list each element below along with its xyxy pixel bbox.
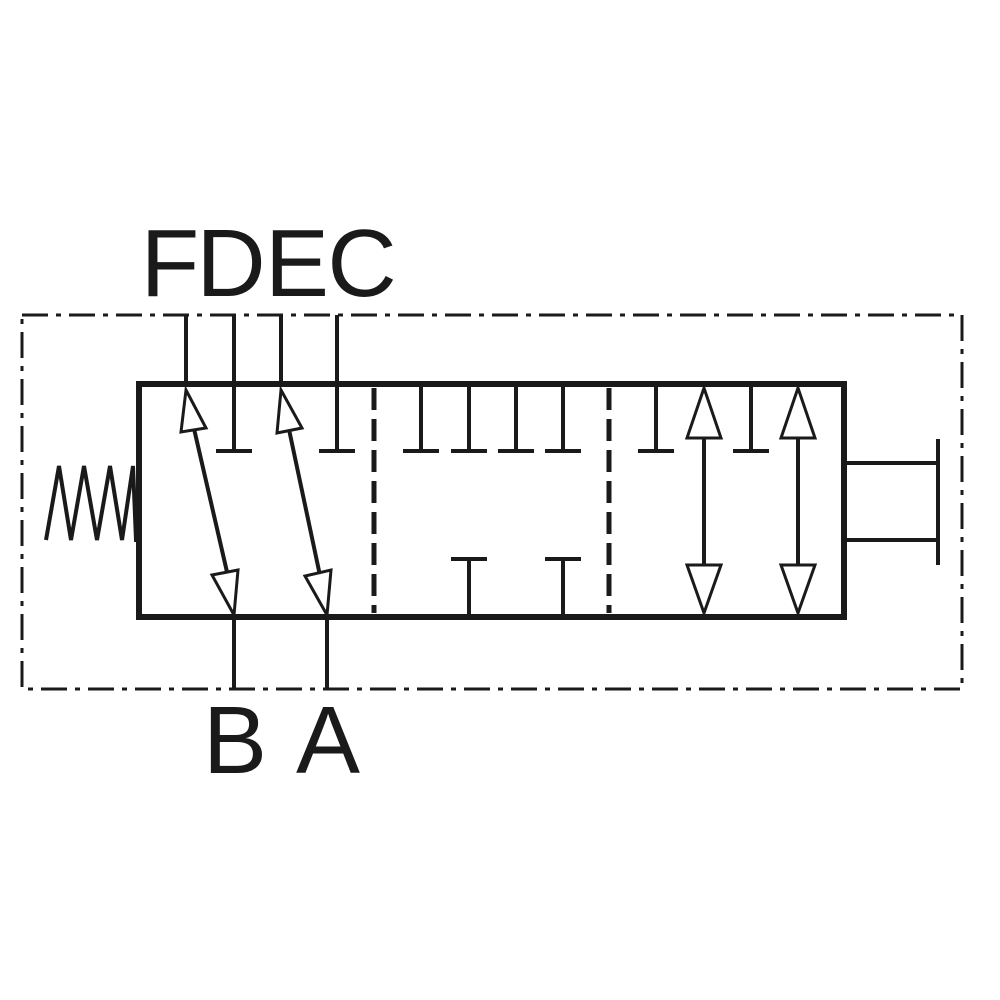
valve-body (136, 381, 847, 620)
manual-actuator (844, 439, 940, 565)
enclosure-boundary (20, 313, 964, 691)
port-label-a: A (296, 687, 360, 794)
top-port-lines (184, 315, 339, 386)
port-label-d: D (196, 210, 265, 317)
position-1-flow-paths (179, 385, 355, 621)
port-label-b: B (203, 687, 267, 794)
port-label-c: C (327, 210, 396, 317)
position-3-flow-paths (638, 383, 818, 618)
bottom-port-lines (232, 615, 329, 689)
position-2-blocked-ports (403, 386, 581, 615)
port-label-f: F (141, 210, 200, 317)
spring-icon (44, 465, 139, 542)
port-label-e: E (265, 210, 329, 317)
